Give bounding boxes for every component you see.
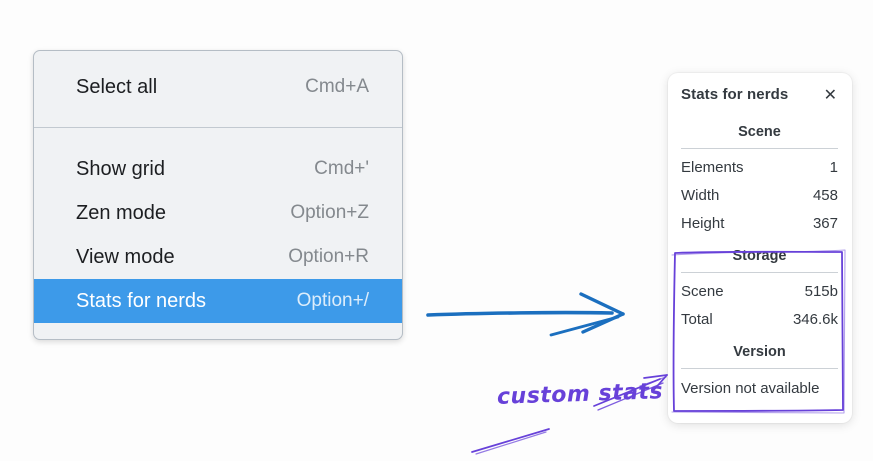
section-divider xyxy=(681,272,838,273)
annotation-underline xyxy=(471,428,550,455)
stat-value: 515b xyxy=(804,282,838,300)
stat-label: Height xyxy=(681,214,725,232)
menu-item-select-all[interactable]: Select all Cmd+A xyxy=(34,65,402,109)
menu-item-shortcut: Option+/ xyxy=(296,290,369,311)
section-heading-version: Version xyxy=(733,344,786,360)
section-heading-storage: Storage xyxy=(732,248,787,264)
menu-item-shortcut: Cmd+' xyxy=(314,158,369,179)
menu-item-view-mode[interactable]: View mode Option+R xyxy=(34,235,402,279)
stat-row-elements: Elements 1 xyxy=(681,153,838,181)
stat-value: 346.6k xyxy=(792,310,838,328)
menu-item-label: Select all xyxy=(76,75,158,98)
menu-item-label: Show grid xyxy=(76,157,165,180)
menu-item-shortcut: Option+Z xyxy=(290,202,369,223)
menu-item-label: View mode xyxy=(76,245,175,268)
stat-value: 367 xyxy=(812,214,838,232)
stat-row-total-storage: Total 346.6k xyxy=(681,305,838,333)
stat-label: Total xyxy=(681,310,713,328)
version-message: Version not available xyxy=(681,379,820,397)
menu-item-zen-mode[interactable]: Zen mode Option+Z xyxy=(34,191,402,235)
stat-label: Scene xyxy=(681,282,724,300)
stat-row-scene-storage: Scene 515b xyxy=(681,277,838,305)
blue-arrow xyxy=(426,292,625,337)
stat-value: 458 xyxy=(812,186,838,204)
stat-row-width: Width 458 xyxy=(681,181,838,209)
stat-value: 1 xyxy=(829,158,838,176)
menu-separator xyxy=(34,127,402,128)
menu-item-label: Zen mode xyxy=(76,201,167,224)
context-menu: Select all Cmd+A Show grid Cmd+' Zen mod… xyxy=(33,50,403,340)
stats-panel-header: Stats for nerds ✕ xyxy=(681,86,838,103)
stat-label: Elements xyxy=(681,158,744,176)
close-icon[interactable]: ✕ xyxy=(823,84,837,104)
section-divider xyxy=(681,368,838,369)
section-heading-scene: Scene xyxy=(738,124,781,140)
menu-item-shortcut: Cmd+A xyxy=(305,76,369,97)
menu-item-show-grid[interactable]: Show grid Cmd+' xyxy=(34,147,402,191)
stats-panel-title: Stats for nerds xyxy=(681,86,789,103)
menu-item-stats-for-nerds[interactable]: Stats for nerds Option+/ xyxy=(34,279,402,323)
section-divider xyxy=(681,148,838,149)
stat-row-height: Height 367 xyxy=(681,209,838,237)
stats-panel: Stats for nerds ✕ Scene Elements 1 Width… xyxy=(668,73,852,423)
menu-item-shortcut: Option+R xyxy=(288,246,369,267)
annotation-custom-stats: custom stats xyxy=(496,379,664,410)
stat-label: Width xyxy=(681,186,720,204)
menu-item-label: Stats for nerds xyxy=(76,289,207,312)
